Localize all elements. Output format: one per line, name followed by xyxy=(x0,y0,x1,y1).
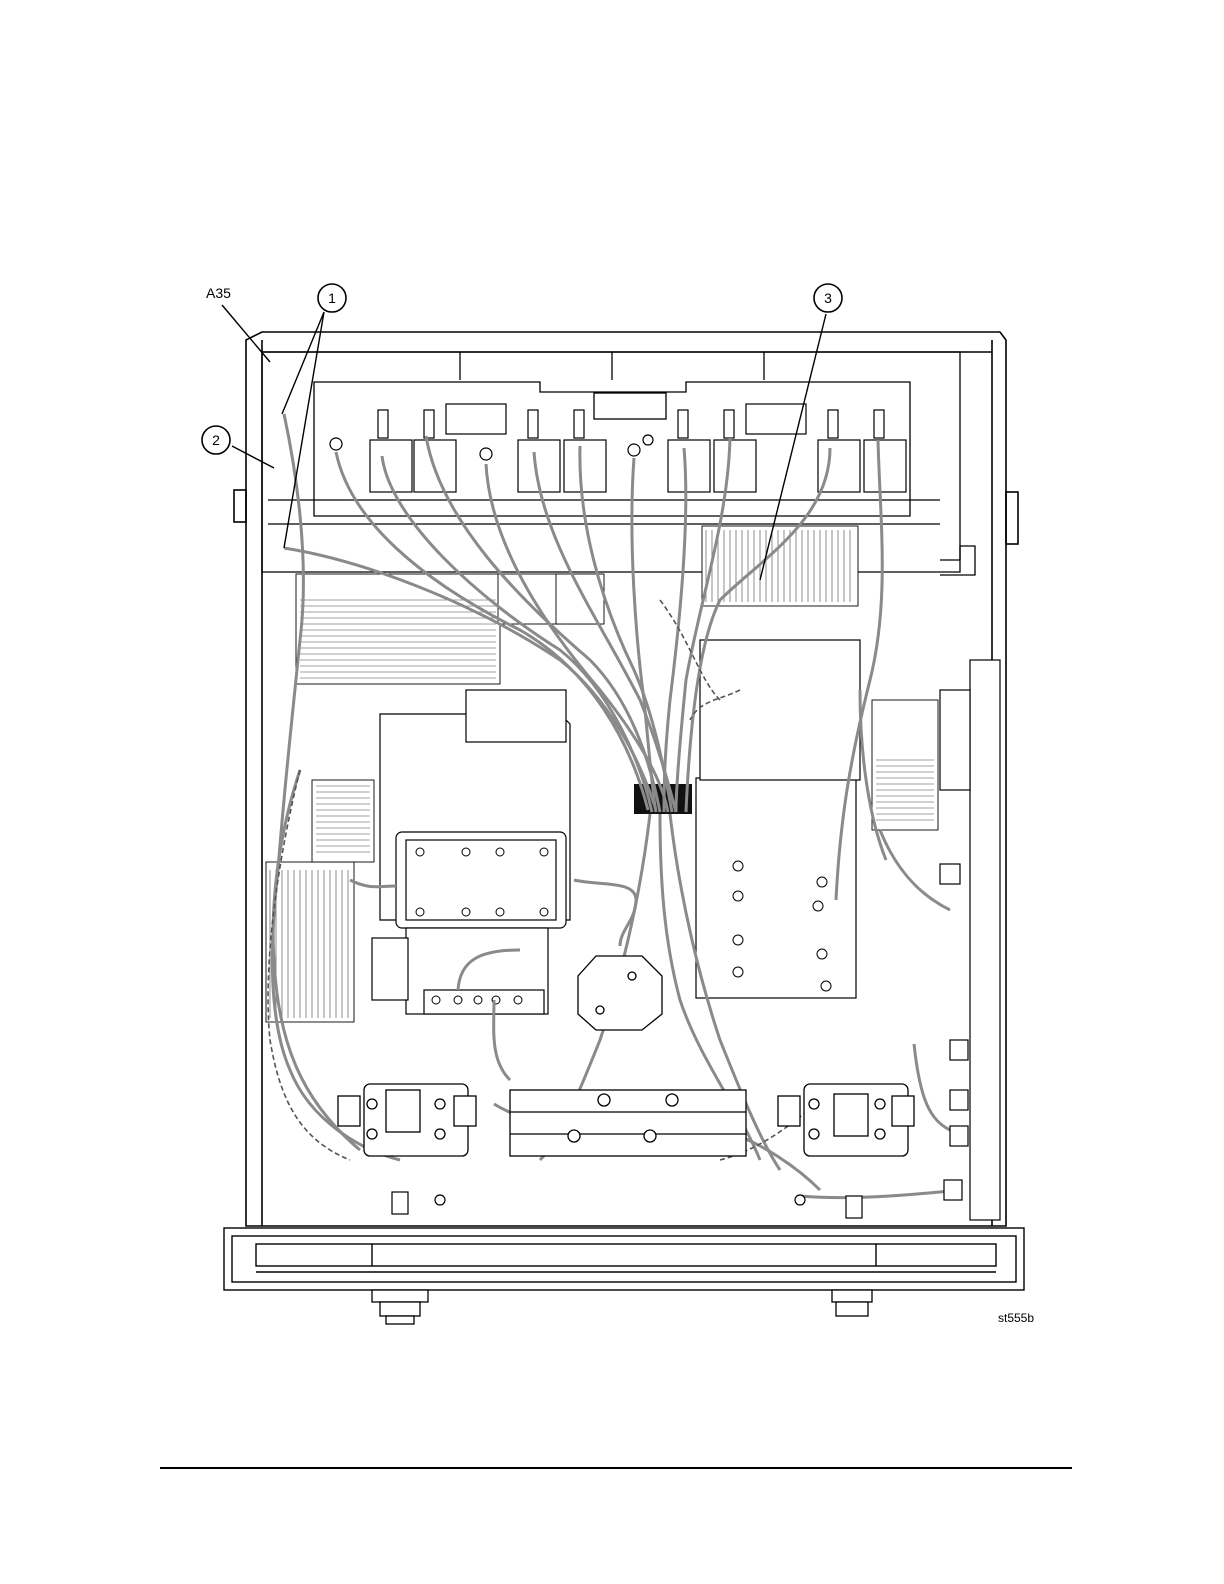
figure-id-label: st555b xyxy=(998,1311,1034,1325)
callout-3-number: 3 xyxy=(824,290,832,306)
front-knobs xyxy=(372,1290,872,1324)
coupler-octagon xyxy=(578,956,662,1030)
callout-1-number: 1 xyxy=(328,290,336,306)
footer-rule xyxy=(160,1467,1072,1469)
callout-2-number: 2 xyxy=(212,432,220,448)
test-port-couplers xyxy=(338,1084,914,1156)
coupler-modules xyxy=(330,404,906,492)
front-panel xyxy=(224,1228,1024,1290)
right-panel-connectors xyxy=(940,660,1000,1220)
assembly-label: A35 xyxy=(206,285,231,301)
bottom-connectors xyxy=(392,1192,862,1218)
